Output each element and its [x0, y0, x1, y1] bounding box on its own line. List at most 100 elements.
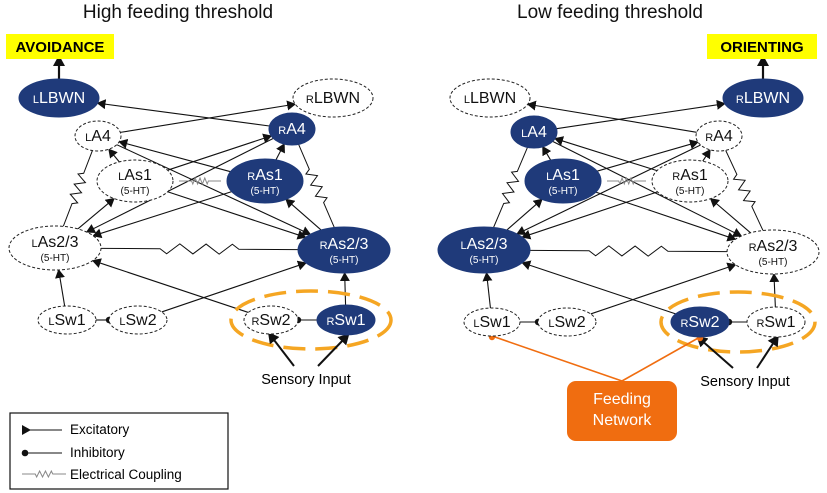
neuron-body-filled [524, 158, 602, 204]
right-neuron-LAs1: LAs1 (5-HT) [524, 158, 602, 204]
left-neuron-RLBWN: RLBWN [292, 78, 374, 118]
left-neuron-LAs2/3: LAs2/3(5-HT) [8, 225, 102, 271]
right-synapse-excitatory-A4_L-to-LBWN_R [556, 99, 726, 130]
neuron-label: RAs1 [672, 167, 708, 184]
left-synapse-excitatory-A4_L-to-As23_R [116, 144, 312, 236]
feeding-network-box [567, 381, 677, 441]
neuron-name: LBWN [39, 90, 85, 107]
right-synapse-excitatory-Sw1_R-to-As23_R [769, 272, 780, 308]
neuron-name: As2/3 [757, 238, 798, 255]
neuron-body-dashed [74, 120, 122, 152]
neuron-side-prefix: L [460, 240, 466, 252]
neuron-body-dashed [449, 78, 531, 118]
left-sensory-input-label: Sensory Input [261, 372, 350, 388]
neuron-side-prefix: L [521, 128, 527, 140]
feeding-link-Sw2_R [621, 336, 701, 382]
neuron-body-dashed [726, 229, 820, 275]
right-neuron-RLBWN: RLBWN [722, 78, 804, 118]
neuron-side-prefix: R [247, 171, 255, 183]
left-synapse-excitatory-Sw1_R-to-As23_R [339, 271, 350, 306]
neuron-label: LAs1 [546, 167, 580, 184]
neuron-body-dashed [651, 159, 729, 203]
neuron-body-filled [226, 158, 304, 204]
neuron-label: LAs2/3 [460, 236, 507, 253]
right-neuron-RAs1: RAs1(5-HT) [651, 159, 729, 203]
feeding-network-label: Network [593, 412, 653, 429]
right-synapse-excitatory-As23_L-to-As1_L [506, 198, 543, 231]
right-output-label: ORIENTING [720, 39, 803, 56]
left-neuron-RSw1: RSw1 [316, 304, 376, 336]
neuron-name: Sw2 [555, 314, 586, 331]
neuron-body-dashed [537, 307, 597, 337]
left-neuron-LA4: LA4 [74, 120, 122, 152]
neuron-name: A4 [713, 128, 733, 145]
neuron-name: A4 [91, 128, 111, 145]
neuron-transmitter: (5-HT) [549, 186, 578, 197]
right-synapse-excitatory-Sw2_R-to-As23_L [521, 260, 676, 315]
legend-inhibitory-symbol [21, 449, 29, 457]
legend-excitatory-symbol [22, 425, 31, 435]
neuron-body-dashed [463, 307, 521, 337]
right-sensory-ring [659, 290, 817, 354]
neuron-side-prefix: R [320, 240, 328, 252]
neuron-side-prefix: R [306, 94, 314, 106]
left-neuron-LLBWN: LLBWN [18, 78, 100, 118]
left-synapse-excitatory-Sw1_L-to-As23_L [55, 268, 66, 307]
neuron-label: LAs2/3 [31, 234, 78, 251]
neuron-side-prefix: L [464, 94, 470, 106]
neuron-side-prefix: L [546, 171, 552, 183]
neuron-label: LSw1 [473, 314, 510, 331]
neuron-body-dashed [746, 306, 806, 338]
neuron-name: A4 [286, 121, 306, 138]
neuron-body-dashed [37, 305, 97, 335]
left-synapse-excitatory-Sw2_L-to-As23_R [161, 260, 307, 313]
neuron-side-prefix: R [749, 242, 757, 254]
left-synapse-excitatory-As1_L-to-As23_R [167, 191, 307, 240]
right-neuron-LA4: LA4 [510, 115, 558, 149]
neuron-side-prefix: R [278, 125, 286, 137]
right-neuron-LSw1: LSw1 [463, 307, 521, 337]
neuron-name: LBWN [314, 90, 360, 107]
left-panel-title: High feeding threshold [83, 2, 273, 23]
neuron-name: Sw1 [480, 314, 511, 331]
right-neuron-LAs2/3: LAs2/3(5-HT) [437, 226, 531, 274]
neuron-label: LLBWN [33, 90, 85, 107]
neuron-name: As2/3 [38, 234, 79, 251]
neuron-transmitter: (5-HT) [251, 186, 280, 197]
neuron-label: LSw1 [48, 312, 85, 329]
left-synapse-excitatory-Sw2_R-to-As23_L [91, 258, 249, 313]
neuron-transmitter: (5-HT) [330, 255, 359, 266]
neuron-body-filled [722, 78, 804, 118]
left-neuron-RAs2/3: RAs2/3(5-HT) [297, 226, 391, 274]
left-neuron-LAs1: LAs1(5-HT) [96, 159, 174, 203]
neuron-body-dashed [108, 305, 168, 335]
neuron-body-dashed [96, 159, 174, 203]
legend-inhibitory-label: Inhibitory [70, 445, 125, 460]
neuron-side-prefix: R [680, 318, 688, 330]
right-sensory-arrow-Sw1_R [756, 334, 779, 369]
right-synapse-excitatory-As1_R-to-As23_L [521, 191, 658, 240]
neuron-body-dashed [292, 78, 374, 118]
left-synapse-excitatory-As1_R-to-As23_L [92, 191, 232, 239]
neuron-side-prefix: L [85, 132, 91, 144]
left-neuron-RA4: RA4 [268, 112, 316, 146]
neuron-body-dashed [8, 225, 102, 271]
right-synapse-excitatory-As1_R-to-A4_R [701, 148, 711, 162]
right-synapse-excitatory-As23_R-to-As1_R [709, 197, 751, 234]
left-electrical-coupling-A4_L-As23_L [62, 150, 93, 227]
neuron-body-filled [297, 226, 391, 274]
left-neuron-RAs1: RAs1(5-HT) [226, 158, 304, 204]
right-neuron-RSw1: RSw1 [746, 306, 806, 338]
left-synapse-excitatory-As23_R-to-As1_R [285, 198, 322, 231]
feeding-network-label: Feeding [593, 391, 651, 408]
neuron-label: LA4 [521, 124, 547, 141]
neuron-transmitter: (5-HT) [121, 186, 150, 197]
right-synapse-excitatory-As1_R-to-A4_L [554, 136, 658, 172]
right-electrical-coupling-A4_R-As23_R [725, 150, 764, 231]
left-neuron-LSw1: LSw1 [37, 305, 97, 335]
neuron-name: As1 [552, 167, 580, 184]
neuron-label: RSw1 [756, 314, 795, 331]
left-neuron-RSw2: RSw2 [243, 305, 299, 335]
neuron-side-prefix: R [705, 132, 713, 144]
neuron-body-filled [670, 306, 730, 338]
